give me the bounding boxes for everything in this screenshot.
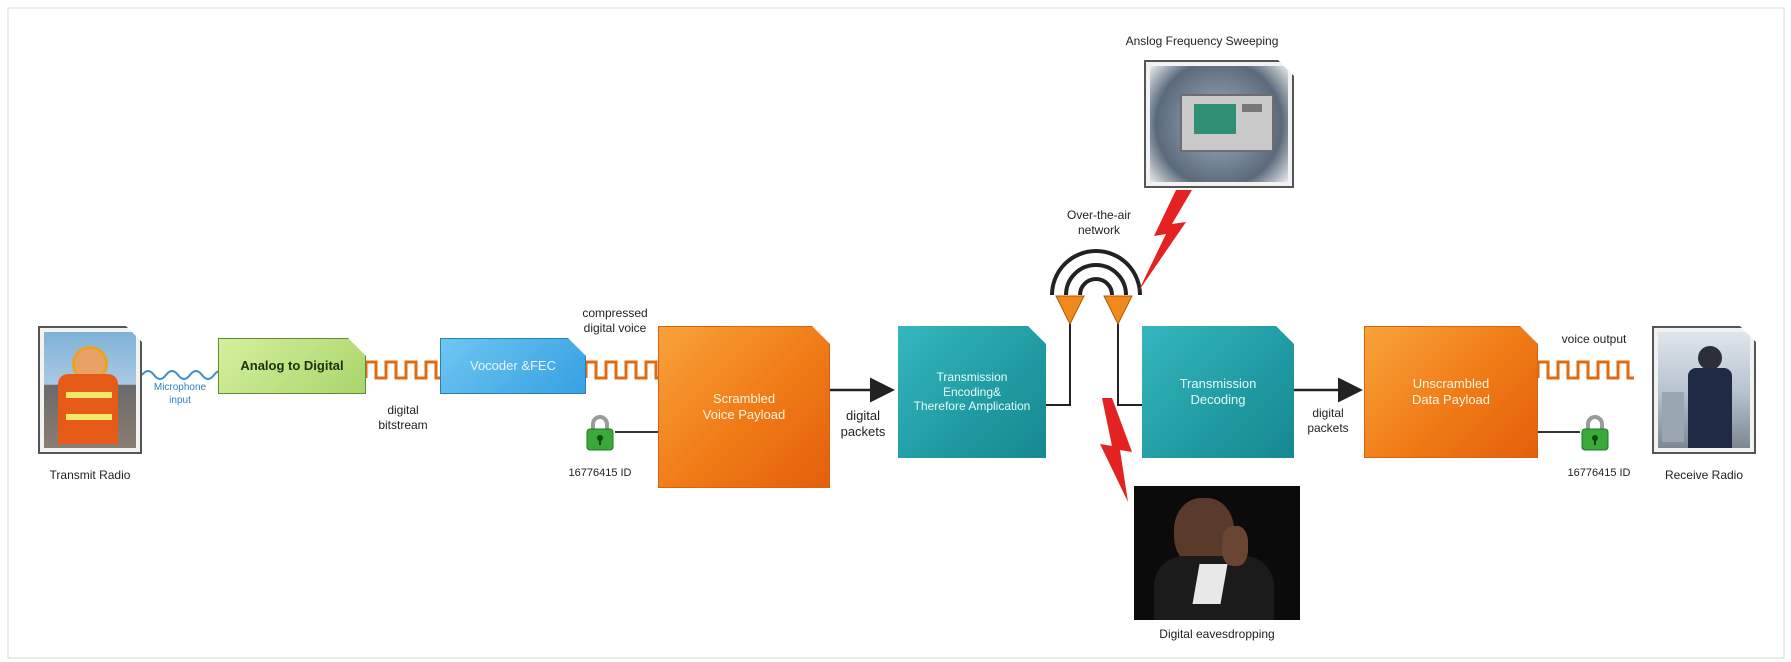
rx-antenna-connector <box>1117 322 1142 406</box>
receive-radio-label: Receive Radio <box>1664 468 1744 482</box>
id-right-label: 16776415 ID <box>1567 467 1631 479</box>
voice-output-label: voice output <box>1561 332 1627 346</box>
radio-arc-inner <box>1078 277 1114 296</box>
frequency-sweeping-photo <box>1144 60 1294 188</box>
receive-radio-photo <box>1652 326 1756 454</box>
digital-bitstream-wave <box>364 360 446 380</box>
compressed-digital-voice-label: compressed digital voice <box>582 306 648 335</box>
transmission-encoding-block: Transmission Encoding& Therefore Amplica… <box>898 326 1046 458</box>
eavesdropping-photo <box>1134 486 1300 620</box>
transmit-radio-label: Transmit Radio <box>49 468 131 482</box>
tx-antenna-connector <box>1044 322 1071 406</box>
transmission-decoding-block: Transmission Decoding <box>1142 326 1294 458</box>
diagram-frame <box>7 7 1785 659</box>
over-the-air-network-label: Over-the-air network <box>1066 208 1131 237</box>
voice-output-wave <box>1536 360 1634 380</box>
radio-arc-outer <box>1050 249 1142 296</box>
lightning-bolt-sweep-icon <box>1138 190 1192 292</box>
digital-bitstream-label: digital bitstream <box>378 403 428 432</box>
radio-arc-middle <box>1064 263 1128 296</box>
digital-packets-label-1: digital packets <box>840 408 886 440</box>
rx-antenna-icon <box>1103 295 1133 326</box>
tx-antenna-icon <box>1055 295 1085 326</box>
analog-to-digital-block: Analog to Digital <box>218 338 366 394</box>
digital-packets-label-2: digital packets <box>1307 406 1349 435</box>
eavesdropping-label: Digital eavesdropping <box>1159 627 1275 641</box>
microphone-input-label: Microphone input <box>153 382 207 406</box>
unscrambled-data-payload-block: Unscrambled Data Payload <box>1364 326 1538 458</box>
lock-right-icon <box>1581 415 1609 451</box>
lightning-bolt-eavesdrop-icon <box>1100 398 1132 502</box>
lock-left-icon <box>586 415 614 451</box>
sweeping-label: Anslog Frequency Sweeping <box>1125 34 1279 48</box>
compressed-voice-wave <box>584 360 664 380</box>
transmit-radio-photo <box>38 326 142 454</box>
vocoder-fec-block: Vocoder &FEC <box>440 338 586 394</box>
id-left-label: 16776415 ID <box>568 467 632 479</box>
scrambled-voice-payload-block: Scrambled Voice Payload <box>658 326 830 488</box>
